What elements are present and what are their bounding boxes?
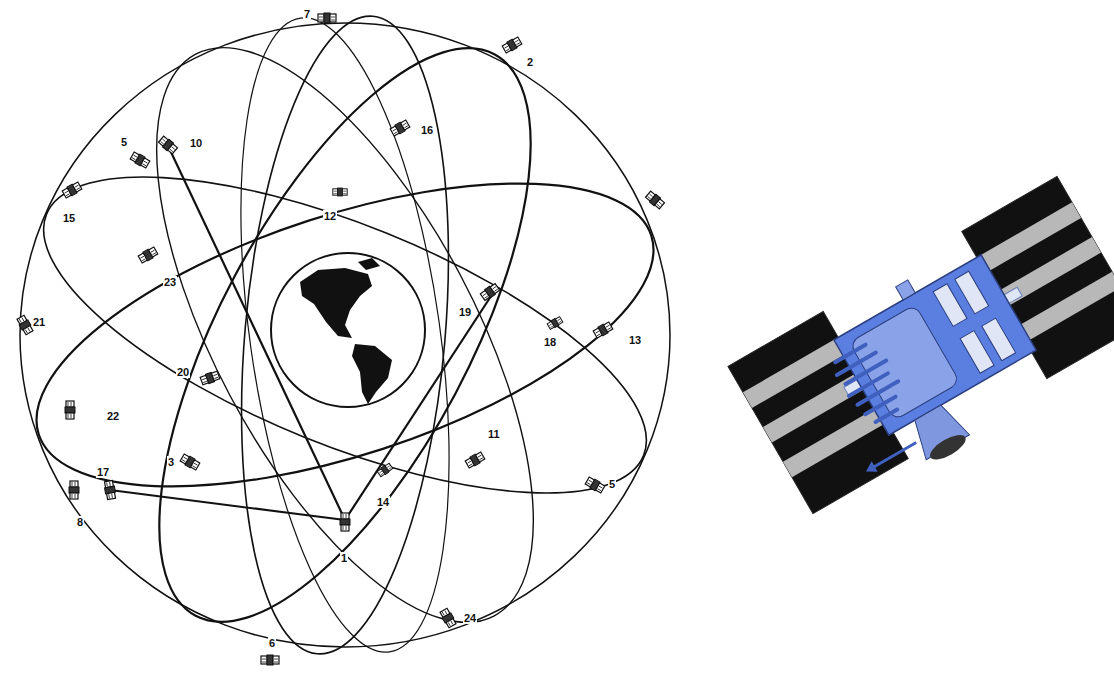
- callout-number: 5: [608, 478, 616, 490]
- callout-number: 8: [76, 516, 84, 528]
- callout-number: 2: [526, 56, 534, 68]
- callout-number: 1: [340, 552, 348, 564]
- callout-number: 7: [303, 8, 311, 20]
- callout-number: 20: [176, 366, 190, 378]
- callout-number: 21: [32, 316, 46, 328]
- callout-number: 23: [163, 276, 177, 288]
- callout-number: 13: [628, 334, 642, 346]
- callout-number: 24: [463, 612, 477, 624]
- callout-number: 12: [323, 210, 337, 222]
- callout-number: 22: [106, 410, 120, 422]
- callout-number: 11: [487, 428, 501, 440]
- callout-number: 16: [420, 124, 434, 136]
- callout-number: 6: [268, 637, 276, 649]
- callout-number: 15: [62, 212, 76, 224]
- callout-number: 14: [376, 496, 390, 508]
- callout-number: 17: [96, 466, 110, 478]
- callout-number: 19: [458, 306, 472, 318]
- callout-number: 10: [189, 137, 203, 149]
- callout-number: 18: [543, 336, 557, 348]
- callout-number: 5: [120, 136, 128, 148]
- callout-number: 3: [167, 456, 175, 468]
